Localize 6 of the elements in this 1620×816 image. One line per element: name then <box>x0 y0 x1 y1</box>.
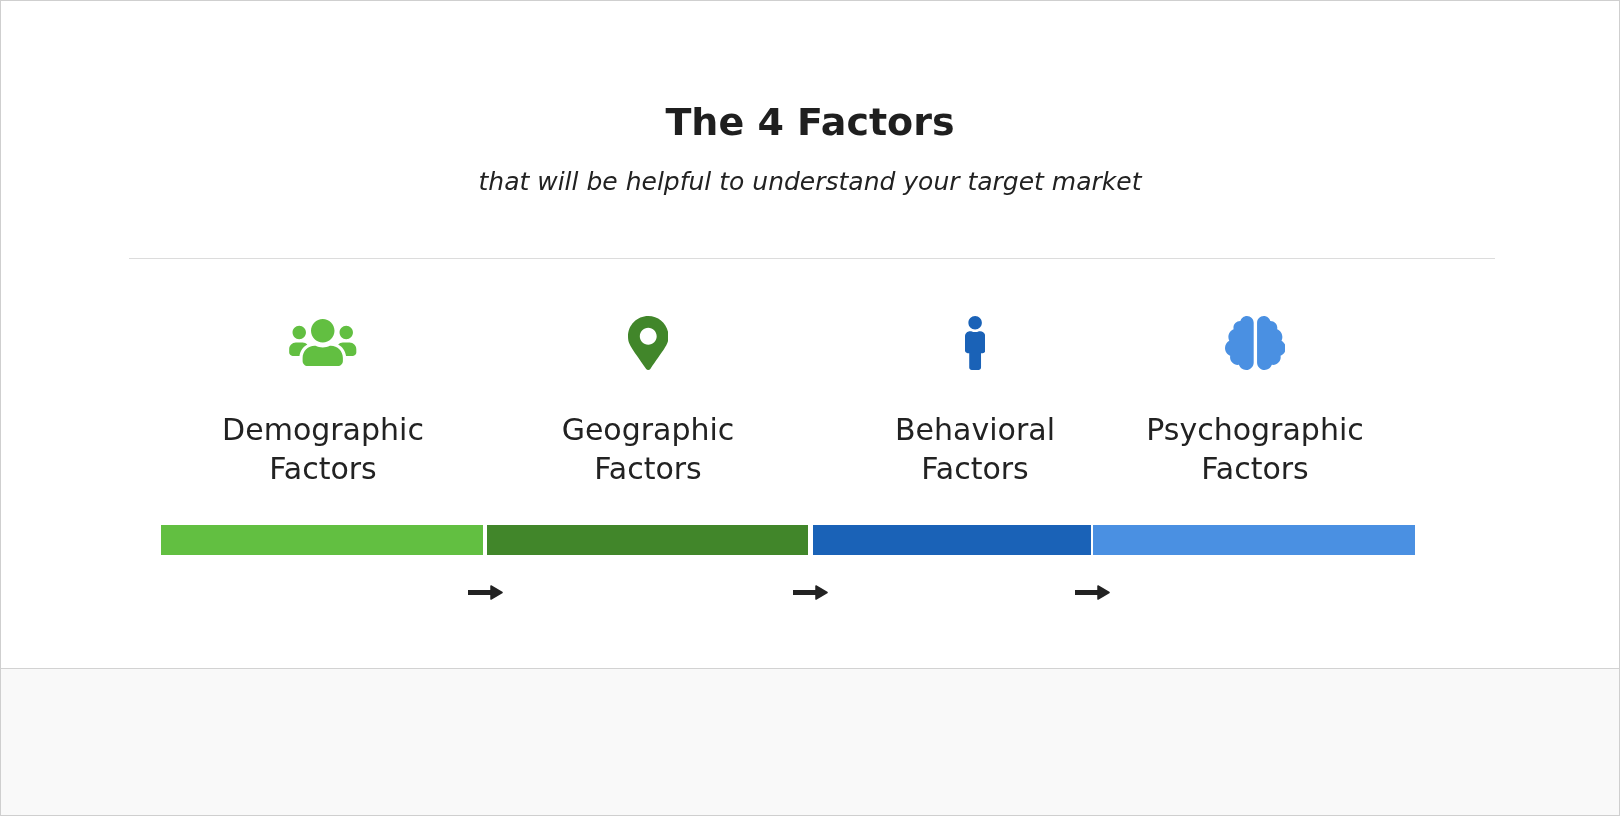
factor-label: Demographic Factors <box>222 411 424 488</box>
factor-label: Psychographic Factors <box>1146 411 1364 488</box>
title: The 4 Factors <box>665 100 955 146</box>
factor-label: Behavioral Factors <box>895 411 1055 488</box>
subtitle: that will be helpful to understand your target market <box>478 167 1142 197</box>
factor-label: Geographic Factors <box>561 411 735 488</box>
